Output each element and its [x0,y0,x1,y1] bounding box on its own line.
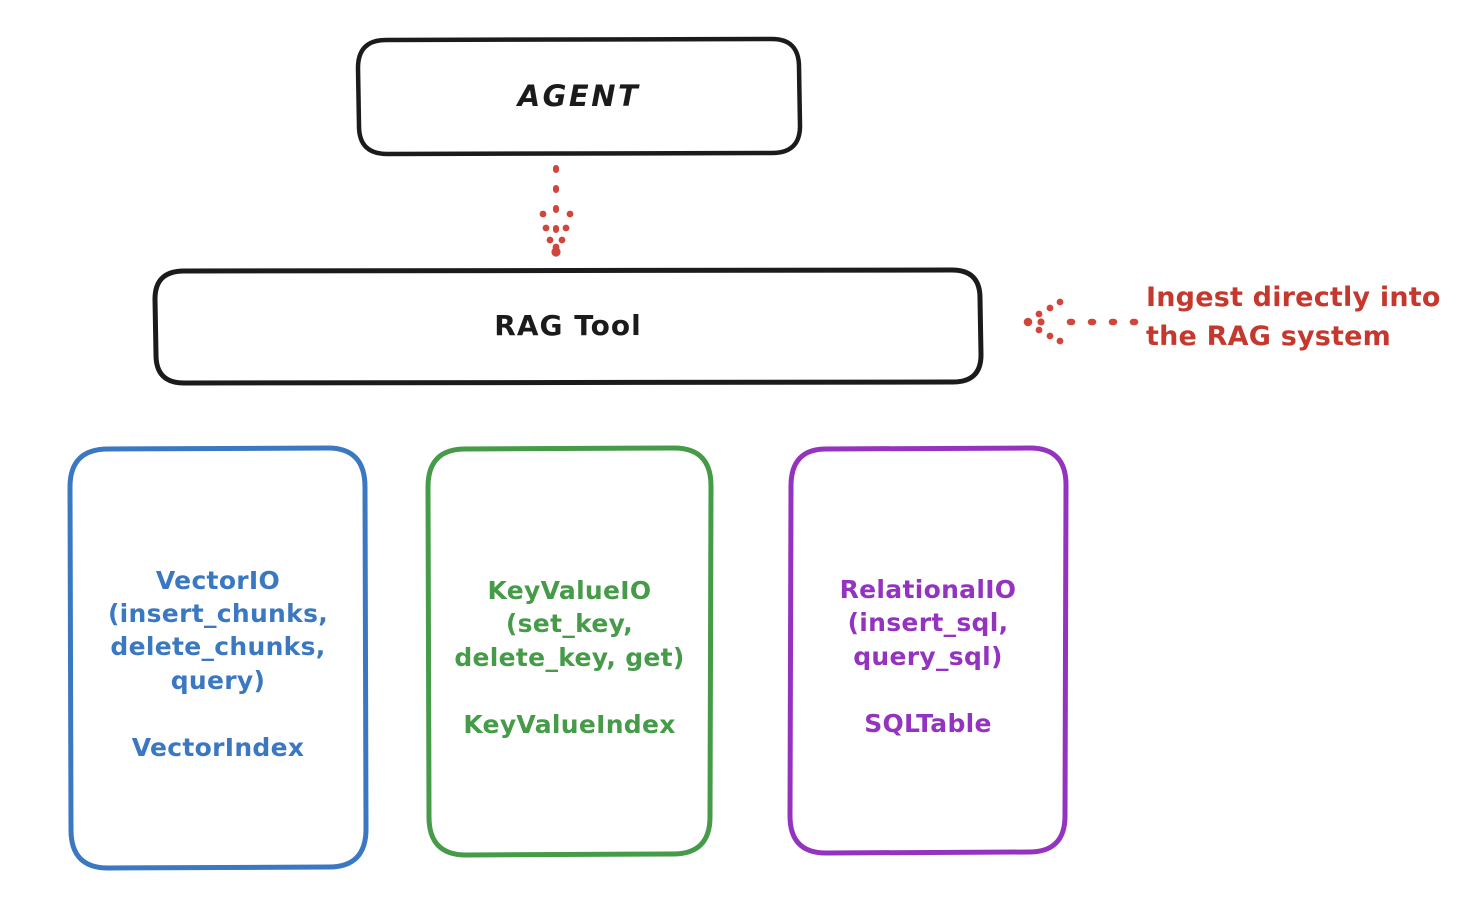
agent-box-outline [355,36,803,157]
vector-io-api-label: VectorIO (insert_chunks, delete_chunks, … [107,565,329,695]
agent-node-label: AGENT [517,78,641,113]
relational-io-box-outline [787,445,1069,856]
relational-io-node[interactable]: RelationalIO (insert_sql, query_sql) SQL… [790,448,1066,853]
key-value-index-label: KeyValueIndex [463,709,676,739]
vector-io-node[interactable]: VectorIO (insert_chunks, delete_chunks, … [70,448,366,868]
rag-tool-box-outline [152,267,984,386]
connector-agent-to-rag-tool [539,165,574,257]
key-value-io-content: KeyValueIO (set_key, delete_key, get) Ke… [428,574,711,741]
connector-annotation-to-rag-tool [1023,298,1139,345]
vector-io-box-outline [67,445,369,871]
vector-io-content: VectorIO (insert_chunks, delete_chunks, … [70,564,366,764]
rag-tool-node-label: RAG Tool [494,309,642,343]
sql-table-label: SQLTable [864,708,992,738]
agent-node[interactable]: AGENT [358,39,800,154]
key-value-io-node[interactable]: KeyValueIO (set_key, delete_key, get) Ke… [428,448,711,855]
key-value-io-box-outline [425,445,714,858]
ingest-annotation-text: Ingest directly into the RAG system [1146,282,1441,353]
vector-index-label: VectorIndex [131,732,305,762]
relational-io-content: RelationalIO (insert_sql, query_sql) SQL… [790,573,1066,740]
relational-io-api-label: RelationalIO (insert_sql, query_sql) [839,575,1017,671]
rag-tool-node[interactable]: RAG Tool [155,270,981,383]
key-value-io-api-label: KeyValueIO (set_key, delete_key, get) [454,576,685,672]
